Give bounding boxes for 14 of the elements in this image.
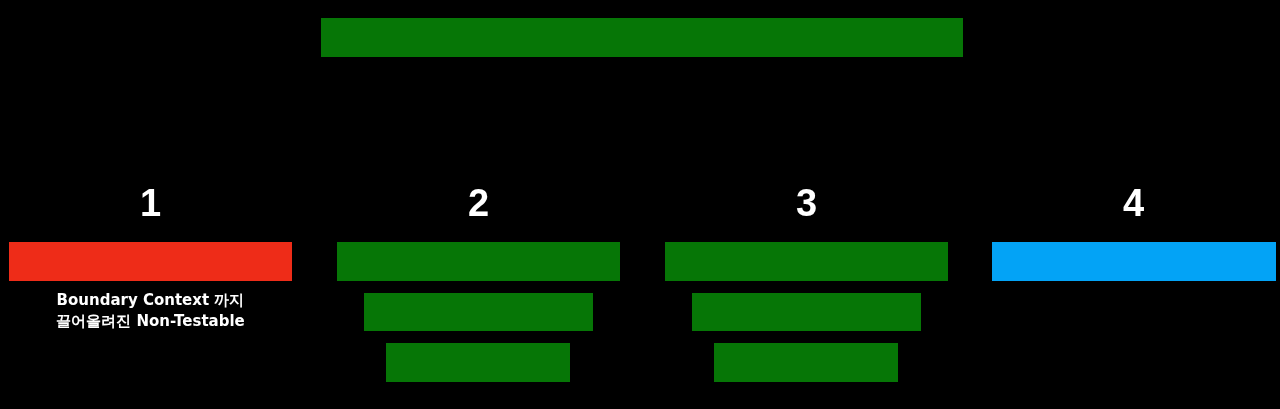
- column-number: 4: [1123, 186, 1145, 220]
- column-number: 3: [796, 186, 818, 220]
- layer-bar: [665, 242, 948, 281]
- layer-bar: [321, 18, 963, 57]
- layer-bar: [714, 343, 898, 382]
- layer-bar: [337, 242, 620, 281]
- layer-bar: [364, 293, 593, 331]
- column-number: 2: [468, 186, 490, 220]
- layer-bar: [386, 343, 570, 382]
- column-number: 1: [140, 186, 162, 220]
- bar-caption: Boundary Context 까지 끌어올려진 Non-Testable: [55, 290, 246, 332]
- layer-bar: [692, 293, 921, 331]
- layer-bar: [992, 242, 1276, 281]
- layer-bar: [9, 242, 292, 281]
